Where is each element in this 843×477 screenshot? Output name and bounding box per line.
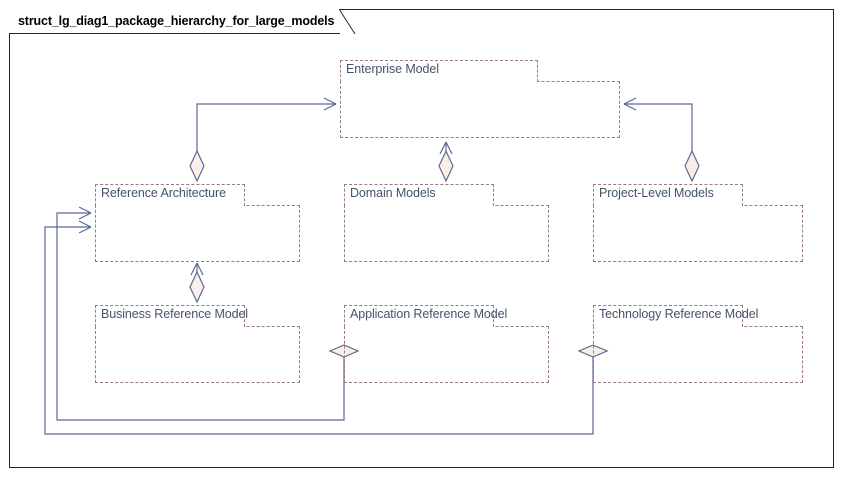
- package-project-level-models[interactable]: Project-Level Models: [593, 184, 803, 262]
- package-body: [95, 326, 300, 383]
- package-business-reference-model[interactable]: Business Reference Model: [95, 305, 300, 383]
- package-body: [340, 81, 620, 138]
- package-tab: [95, 184, 245, 206]
- package-application-reference-model[interactable]: Application Reference Model: [344, 305, 549, 383]
- package-technology-reference-model[interactable]: Technology Reference Model: [593, 305, 803, 383]
- package-body: [344, 326, 549, 383]
- frame-title-label: struct_lg_diag1_package_hierarchy_for_la…: [18, 14, 335, 28]
- package-reference-architecture[interactable]: Reference Architecture: [95, 184, 300, 262]
- package-label: Technology Reference Model: [599, 307, 759, 321]
- package-body: [344, 205, 549, 262]
- package-label: Domain Models: [350, 186, 436, 200]
- frame-title-tab: struct_lg_diag1_package_hierarchy_for_la…: [9, 9, 356, 34]
- package-label: Project-Level Models: [599, 186, 714, 200]
- package-tab: [340, 60, 538, 82]
- package-body: [95, 205, 300, 262]
- package-label: Reference Architecture: [101, 186, 226, 200]
- frame-title-tab-slant-icon: [339, 9, 356, 34]
- package-label: Business Reference Model: [101, 307, 248, 321]
- frame-title-tab-body: struct_lg_diag1_package_hierarchy_for_la…: [9, 9, 356, 34]
- package-label: Enterprise Model: [346, 62, 439, 76]
- package-enterprise-model[interactable]: Enterprise Model: [340, 60, 620, 138]
- package-tab: [344, 184, 494, 206]
- package-label: Application Reference Model: [350, 307, 508, 321]
- package-body: [593, 205, 803, 262]
- package-tab: [593, 184, 743, 206]
- package-body: [593, 326, 803, 383]
- package-domain-models[interactable]: Domain Models: [344, 184, 549, 262]
- diagram-frame: [9, 9, 834, 468]
